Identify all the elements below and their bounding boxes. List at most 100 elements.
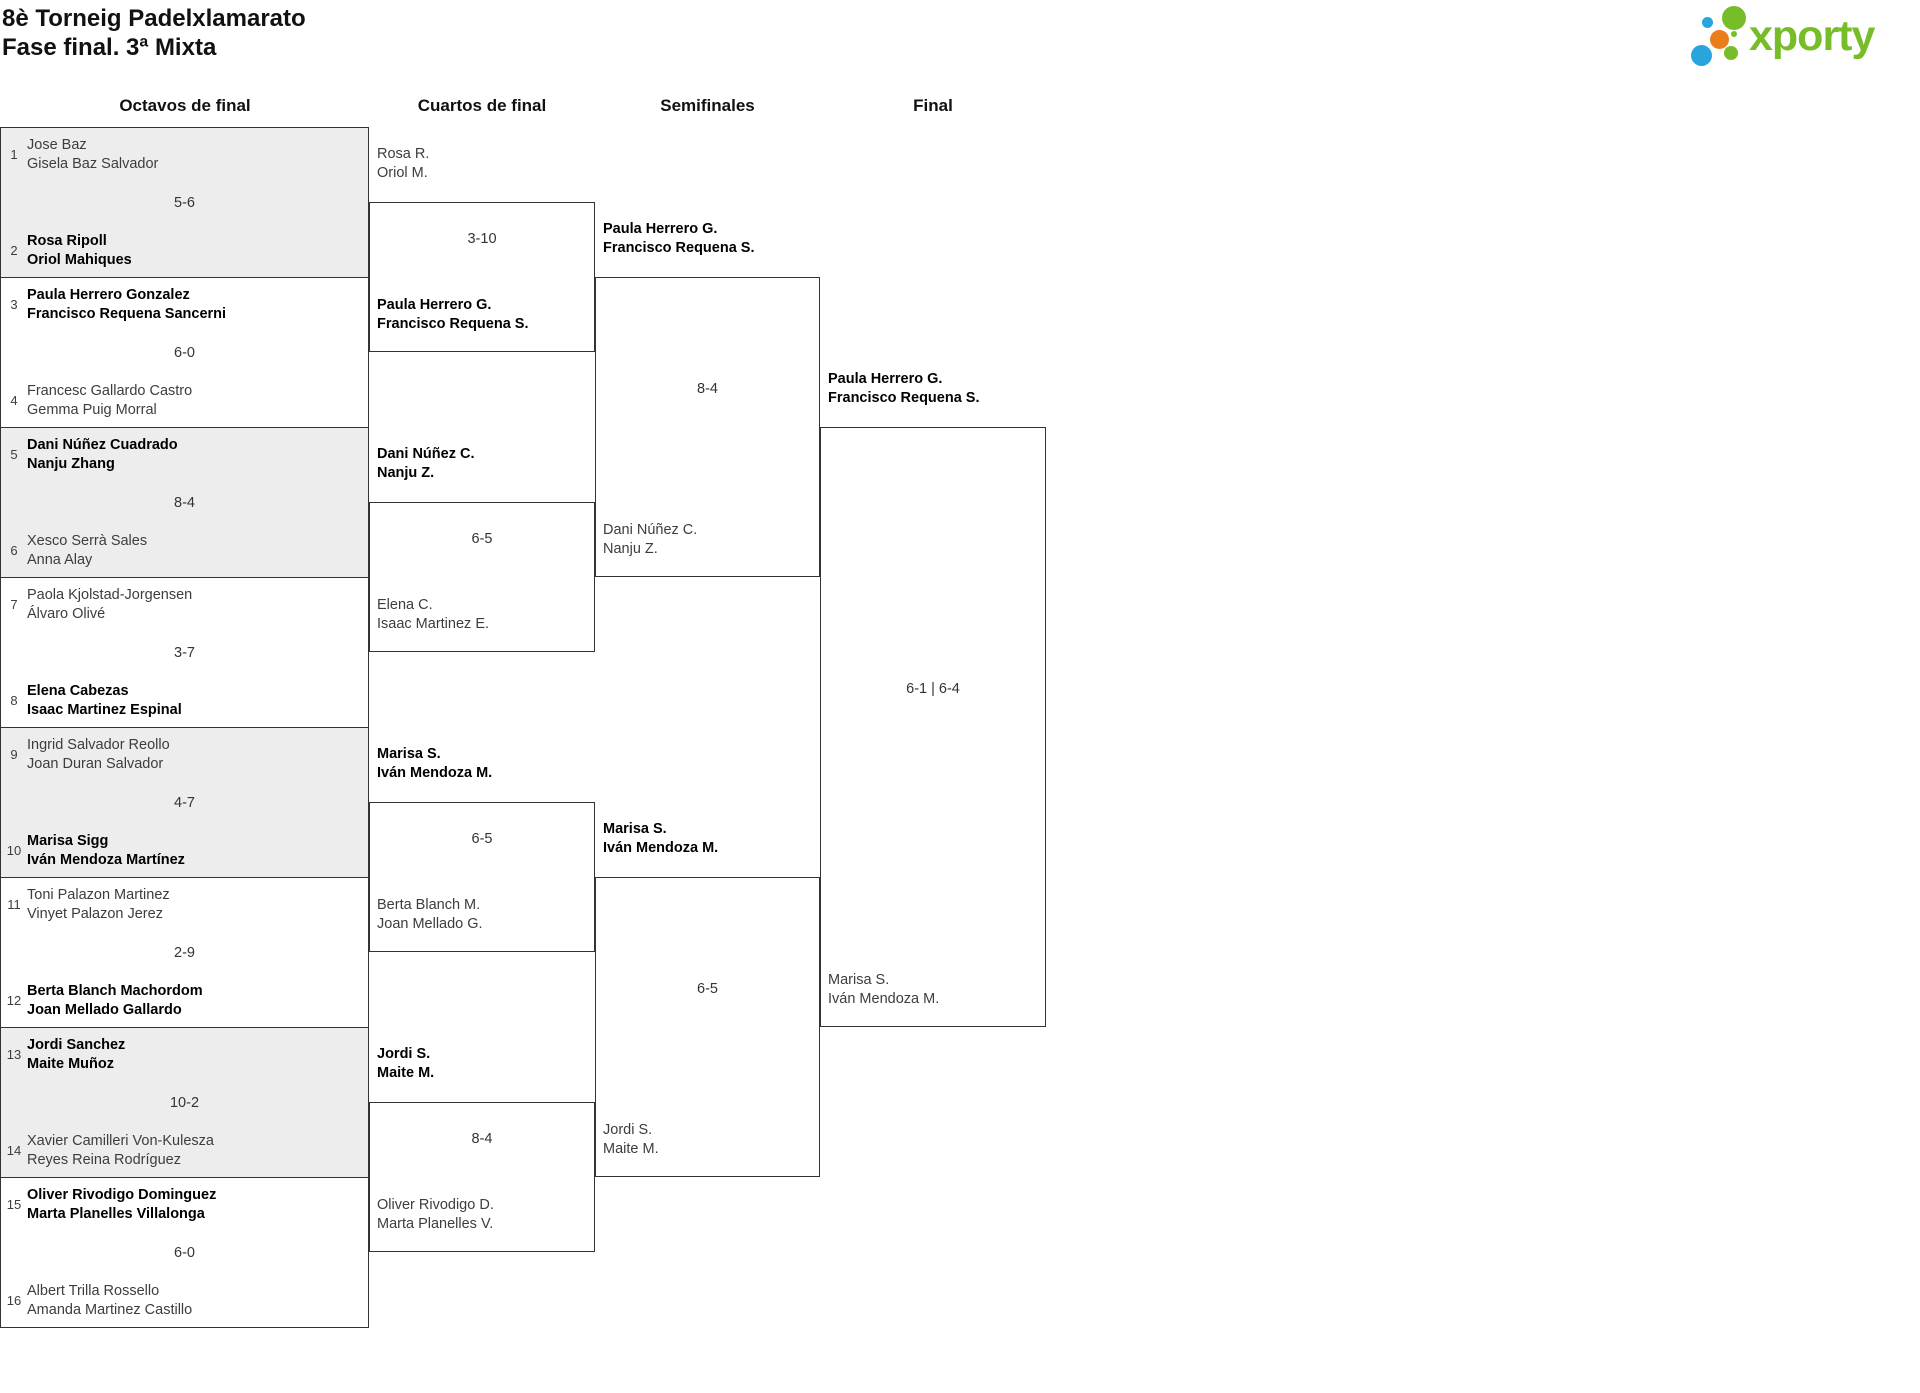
r16-match-score: 3-7 [174,645,195,661]
sf-match-rect [595,877,820,1177]
team-name-line: Nanju Z. [377,465,435,481]
logo-dot-icon [1724,46,1738,60]
qf-team-bottom: Paula Herrero G. Francisco Requena S. [377,296,529,334]
sf-team-top: Marisa S.Iván Mendoza M. [603,820,718,858]
team-name-line: Reyes Reina Rodríguez [27,1152,181,1168]
team-name-line: Berta Blanch Machordom [27,983,203,999]
qf-match-rect [369,1102,595,1252]
r16-match-score: 4-7 [174,795,195,811]
logo-dot-icon [1722,6,1746,30]
sf-team-top: Paula Herrero G.Francisco Requena S. [603,220,755,258]
team-name-line: Isaac Martinez E. [377,616,490,632]
team-name-line: Paula Herrero G. [377,297,492,313]
qf-match-score: 6-5 [471,531,493,547]
sf-match-rect [595,277,820,577]
team-name-line: Oliver Rivodigo Dominguez [27,1187,217,1203]
team-name-line: Ingrid Salvador Reollo [27,737,170,753]
logo-dot-icon [1691,45,1712,66]
qf-match-rect [369,802,595,952]
qf-team-top: Jordi S.Maite M. [377,1045,434,1083]
team-name-line: Nanju Z. [603,541,658,557]
team-name-line: Francisco Requena S. [377,316,529,332]
team-name-line: Jordi S. [377,1046,431,1062]
seed-number: 16 [6,1293,22,1308]
team-name-line: Oriol Mahiques [27,252,132,268]
seed-number: 9 [10,747,18,762]
qf-match-score: 8-4 [471,1131,493,1147]
team-name-line: Paula Herrero G. [828,371,943,387]
team-name-line: Dani Núñez C. [377,446,475,462]
r16-match-score: 10-2 [169,1095,200,1111]
qf-team-bottom: Oliver Rivodigo D. Marta Planelles V. [377,1196,494,1234]
team-name-line: Paola Kjolstad-Jorgensen [27,587,193,603]
tournament-title: 8è Torneig Padelxlamarato [2,5,306,32]
team-name-line: Anna Alay [27,552,93,568]
team-name-line: Oliver Rivodigo D. [377,1197,494,1213]
team-name-line: Vinyet Palazon Jerez [27,906,163,922]
team-name-line: Albert Trilla Rossello [27,1283,160,1299]
round-header-cuartos: Cuartos de final [417,96,547,115]
sf-team-bottom: Dani Núñez C.Nanju Z. [603,521,697,559]
team-name-line: Toni Palazon Martinez [27,887,170,903]
seed-number: 8 [10,693,18,708]
seed-number: 1 [10,147,18,162]
team-name-line: Berta Blanch M. [377,897,481,913]
final-team-bottom: Marisa S.Iván Mendoza M. [828,971,939,1009]
qf-team-top: Rosa R.Oriol M. [377,145,429,183]
sf-match-score: 8-4 [697,381,718,397]
qf-team-bottom: Berta Blanch M. Joan Mellado G. [377,896,483,934]
team-name-line: Maite M. [603,1141,659,1157]
qf-match-rect [369,502,595,652]
team-name-line: Joan Duran Salvador [27,756,164,772]
team-name-line: Francisco Requena S. [828,390,980,406]
team-name-line: Iván Mendoza Martínez [27,852,185,868]
team-name-line: Jordi S. [603,1122,653,1138]
team-name-line: Marta Planelles V. [377,1216,494,1232]
team-name-line: Joan Mellado G. [377,916,483,932]
team-name-line: Paula Herrero G. [603,221,718,237]
seed-number: 6 [10,543,18,558]
qf-match-rect [369,202,595,352]
team-name-line: Amanda Martinez Castillo [27,1302,193,1318]
team-name-line: Gisela Baz Salvador [27,156,159,172]
team-name-line: Elena C. [377,597,433,613]
round-header-octavos: Octavos de final [119,96,251,115]
team-name-line: Paula Herrero Gonzalez [27,287,190,303]
team-name-line: Gemma Puig Morral [27,402,157,418]
sf-team-bottom: Jordi S. Maite M. [603,1121,659,1159]
team-name-line: Jose Baz [27,137,87,153]
team-name-line: Isaac Martinez Espinal [27,702,182,718]
logo-wordmark: xporty [1749,12,1875,60]
team-name-line: Iván Mendoza M. [828,991,940,1007]
seed-number: 13 [6,1047,22,1062]
sf-match-score: 6-5 [697,981,718,997]
team-name-line: Francesc Gallardo Castro [27,383,193,399]
seed-number: 7 [10,597,18,612]
r16-match-score: 5-6 [174,195,195,211]
xporty-logo: xporty [1685,0,1917,72]
round-header-final: Final [913,96,953,115]
team-name-line: Joan Mellado Gallardo [27,1002,182,1018]
seed-number: 12 [6,993,22,1008]
team-name-line: Maite Muñoz [27,1056,114,1072]
team-name-line: Marta Planelles Villalonga [27,1206,205,1222]
team-name-line: Iván Mendoza M. [377,765,493,781]
team-name-line: Rosa R. [377,146,430,162]
r16-match-score: 8-4 [174,495,195,511]
final-match-score: 6-1 | 6-4 [906,681,960,697]
